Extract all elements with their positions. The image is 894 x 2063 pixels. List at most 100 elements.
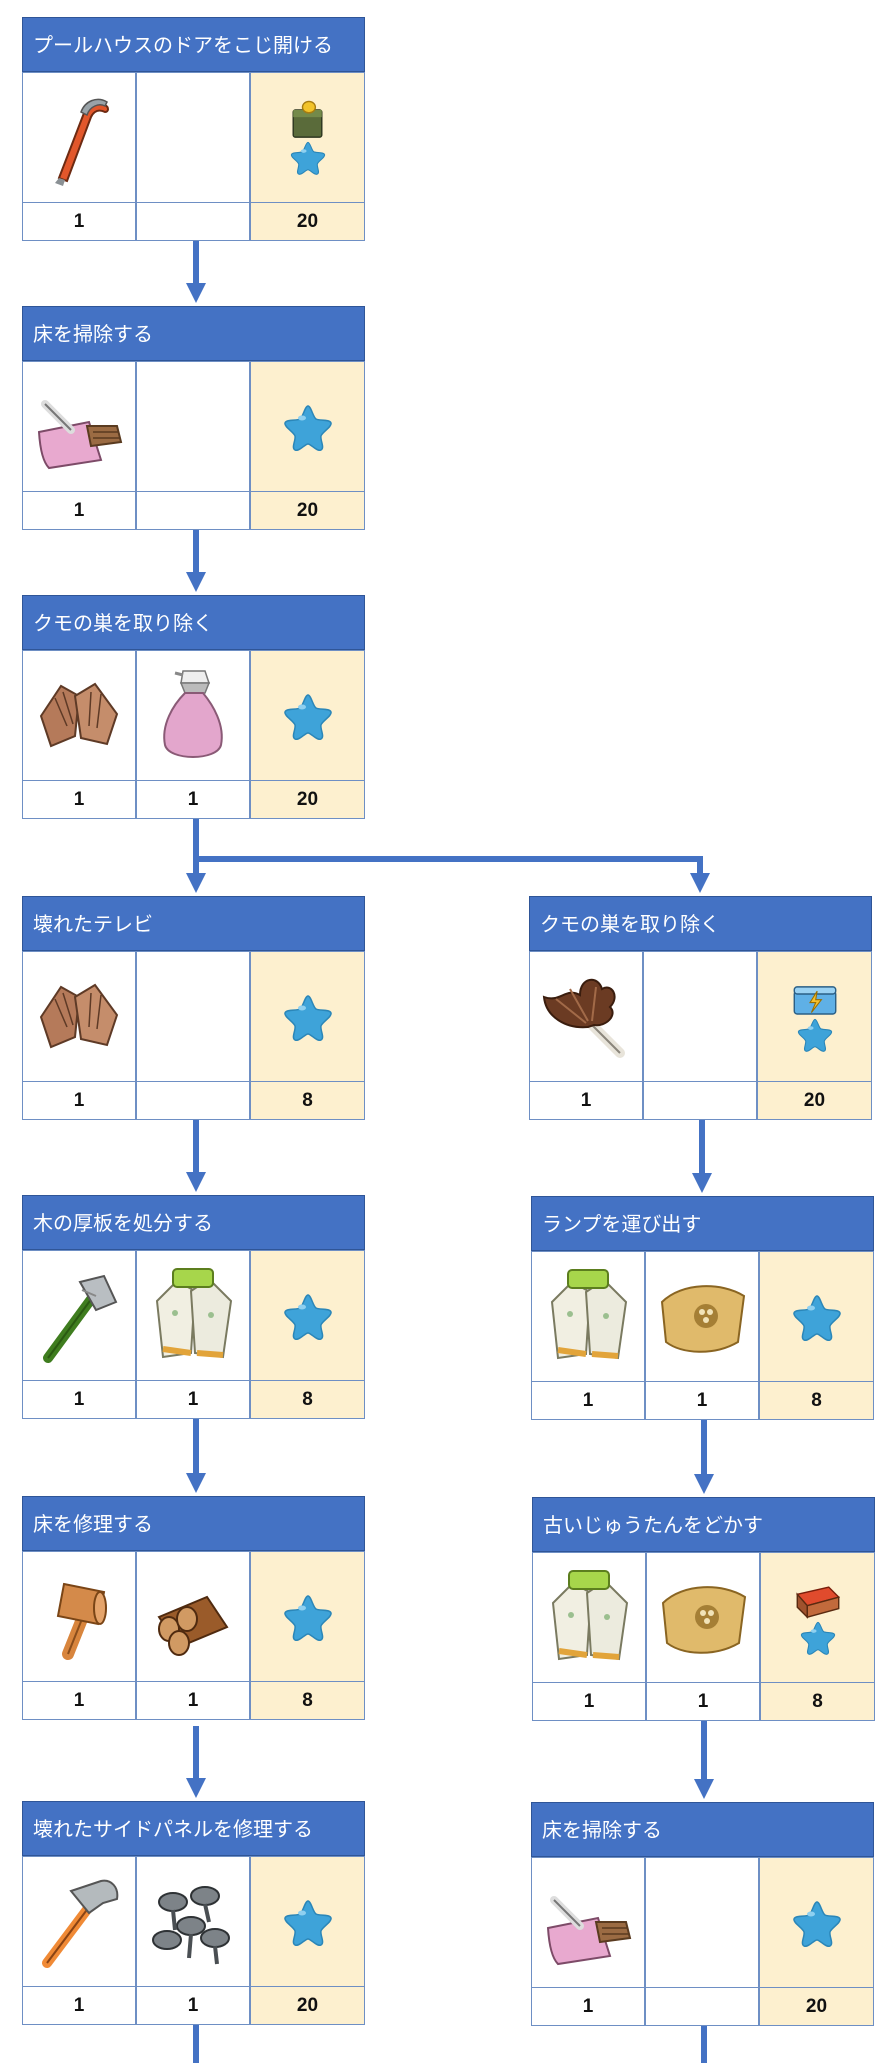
task-title: クモの巣を取り除く (529, 896, 872, 951)
flow-arrow (186, 1778, 206, 1798)
flow-arrow (186, 1172, 206, 1192)
reward-cell (250, 72, 365, 203)
task-title: 床を掃除する (22, 306, 365, 361)
tool-count: 1 (22, 1987, 136, 2025)
star-icon (792, 1293, 842, 1341)
task-title: 壊れたテレビ (22, 896, 365, 951)
feather-duster-icon (536, 967, 636, 1067)
tool-cell (136, 1856, 250, 1987)
task-card: 壊れたテレビ 1 8 (22, 896, 365, 1120)
tool-cell (645, 1857, 759, 1988)
tool-cell (22, 951, 136, 1082)
tool-count: 1 (529, 1082, 643, 1120)
spray-bottle-icon (153, 661, 233, 771)
task-title: クモの巣を取り除く (22, 595, 365, 650)
flow-line (699, 1120, 705, 1174)
reward-count: 20 (759, 1988, 874, 2026)
tool-count: 1 (531, 1988, 645, 2026)
tool-cell (532, 1552, 646, 1683)
tool-count (645, 1988, 759, 2026)
tool-cell (136, 1551, 250, 1682)
tool-cell (531, 1857, 645, 1988)
tool-count: 1 (531, 1382, 645, 1420)
tool-cell (22, 72, 136, 203)
tool-cell (22, 650, 136, 781)
tool-count (136, 492, 250, 530)
task-title: 木の厚板を処分する (22, 1195, 365, 1250)
red-box-icon (793, 1580, 843, 1620)
flow-line (701, 1420, 707, 1475)
star-icon (792, 1899, 842, 1947)
tool-count: 1 (22, 1682, 136, 1720)
task-title: 床を掃除する (531, 1802, 874, 1857)
flow-line (193, 241, 199, 284)
garden-gloves-icon (540, 1262, 636, 1372)
reward-count: 20 (250, 781, 365, 819)
reward-cell (250, 361, 365, 492)
star-icon (800, 1620, 836, 1655)
flow-arrow (186, 572, 206, 592)
star-icon (290, 140, 326, 175)
star-icon (283, 403, 333, 451)
garden-gloves-icon (541, 1563, 637, 1673)
flow-line (697, 856, 703, 874)
tool-cell (529, 951, 643, 1082)
reward-cell (757, 951, 872, 1082)
reward-cell (250, 650, 365, 781)
tool-cell (645, 1251, 759, 1382)
task-card: 床を掃除する 1 20 (531, 1802, 874, 2026)
reward-count: 8 (760, 1683, 875, 1721)
tool-count: 1 (136, 1381, 250, 1419)
flow-line (193, 1120, 199, 1173)
tool-count (136, 203, 250, 241)
reward-count: 20 (250, 492, 365, 530)
tool-count: 1 (645, 1382, 759, 1420)
tool-count: 1 (22, 1082, 136, 1120)
reward-count: 8 (250, 1082, 365, 1120)
dustpan-icon (31, 382, 127, 472)
reward-count: 8 (759, 1382, 874, 1420)
star-icon (797, 1017, 833, 1052)
reward-cell (760, 1552, 875, 1683)
flow-arrow (186, 1473, 206, 1493)
tool-count (136, 1082, 250, 1120)
tool-count (643, 1082, 757, 1120)
tool-count: 1 (136, 1987, 250, 2025)
tool-cell (646, 1552, 760, 1683)
mallet-icon (34, 1562, 124, 1672)
star-icon (283, 993, 333, 1041)
flow-line (193, 1726, 199, 1779)
tool-count: 1 (136, 1682, 250, 1720)
tool-count: 1 (532, 1683, 646, 1721)
flow-arrow (186, 283, 206, 303)
energy-box-icon (790, 981, 840, 1017)
brown-gloves-icon (31, 977, 127, 1057)
branch-line (193, 856, 703, 862)
flow-arrow (694, 1779, 714, 1799)
tool-cell (531, 1251, 645, 1382)
flow-arrow (186, 873, 206, 893)
star-icon (283, 1593, 333, 1641)
star-icon (283, 1292, 333, 1340)
tool-count: 1 (22, 203, 136, 241)
task-title: 床を修理する (22, 1496, 365, 1551)
tool-cell (136, 72, 250, 203)
reward-cell (759, 1857, 874, 1988)
reward-cell (759, 1251, 874, 1382)
sack-icon (653, 1573, 753, 1663)
tool-count: 1 (22, 781, 136, 819)
tool-cell (136, 951, 250, 1082)
reward-cell (250, 951, 365, 1082)
tool-cell (136, 1250, 250, 1381)
reward-count: 8 (250, 1381, 365, 1419)
tool-cell (22, 1551, 136, 1682)
star-icon (283, 1898, 333, 1946)
flow-line (701, 2026, 707, 2063)
coin-box-icon (286, 100, 329, 140)
